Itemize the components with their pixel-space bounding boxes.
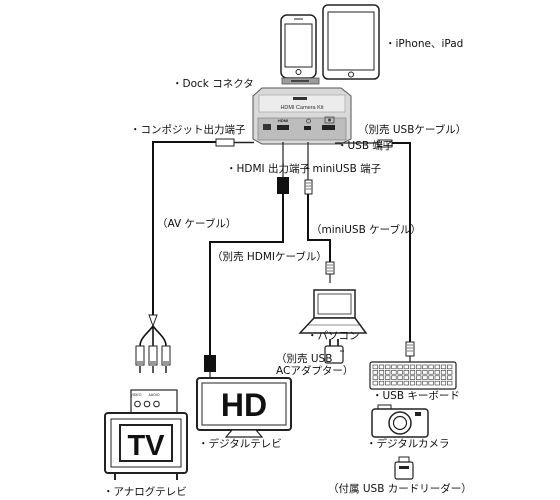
keyboard-key — [397, 370, 403, 375]
keyboard-key — [447, 370, 453, 375]
usb-port-label: ・USB 端子 — [337, 140, 394, 152]
card-reader-icon — [394, 456, 414, 480]
analog-tv-icon — [104, 389, 188, 480]
pc-label: ・パソコン — [307, 330, 360, 342]
keyboard-key — [428, 375, 434, 380]
miniusb-port-label: ・miniUSB 端子 — [302, 163, 382, 175]
keyboard-key — [428, 364, 434, 370]
keyboard-key — [378, 375, 385, 380]
dock-connector-label: ・Dock コネクタ — [172, 78, 254, 90]
dock-connector — [281, 77, 320, 85]
keyboard-key — [440, 370, 447, 375]
keyboard-key — [422, 380, 428, 386]
keyboard-key — [372, 364, 378, 370]
av-cable-label: （AV ケーブル） — [157, 218, 237, 230]
keyboard-key — [409, 364, 416, 370]
keyboard-key — [403, 364, 409, 370]
hdmi-out-label: ・HDMI 出力端子 — [226, 163, 310, 175]
keyboard-key — [440, 380, 447, 386]
composite-out-label: ・コンポジット出力端子 — [130, 124, 246, 136]
keyboard-key — [397, 364, 403, 370]
keyboard-key — [403, 380, 409, 386]
analog-tv-label: ・アナログテレビ — [103, 486, 187, 498]
keyboard-key — [409, 370, 416, 375]
keyboard-key — [372, 380, 378, 386]
laptop-icon — [298, 289, 368, 334]
keyboard-label: ・USB キーボード — [372, 390, 460, 402]
keyboard-key — [385, 364, 391, 370]
device-model-text: HDMI Camera Kit — [280, 105, 324, 111]
keyboard-key — [416, 375, 422, 380]
tv-logo-text: TV — [127, 430, 165, 462]
hdmi-camera-kit-device — [252, 87, 352, 145]
miniusb-cable-label: （miniUSB ケーブル） — [311, 224, 421, 236]
keyboard-key — [440, 375, 447, 380]
keyboard-key — [391, 375, 397, 380]
usb-cable — [335, 139, 415, 363]
keyboard-key — [391, 380, 397, 386]
keyboard-key — [447, 380, 453, 386]
av-cable — [135, 138, 254, 373]
ac-adapter-label: （別売 USB ACアダプター） — [276, 353, 354, 377]
digital-tv-label: ・デジタルテレビ — [198, 438, 282, 450]
keyboard-key — [403, 375, 409, 380]
keyboard-key — [391, 370, 397, 375]
keyboard-key — [372, 370, 378, 375]
keyboard-key — [416, 380, 422, 386]
keyboard-key — [409, 375, 416, 380]
iphone-icon — [280, 14, 317, 79]
keyboard-key — [422, 375, 428, 380]
keyboard-key — [428, 380, 434, 386]
keyboard-key — [397, 375, 403, 380]
keyboard-key — [434, 370, 440, 375]
keyboard-key — [447, 375, 453, 380]
ipad-icon — [322, 4, 380, 80]
keyboard-key — [440, 364, 447, 370]
keyboard-key — [378, 370, 385, 375]
keyboard-key — [378, 380, 385, 386]
keyboard-key — [409, 380, 416, 386]
keyboard-key — [372, 375, 378, 380]
hdmi-cable-label: （別売 HDMIケーブル） — [212, 251, 327, 263]
device-hdmi-mark: HDMI — [278, 118, 288, 123]
iphone-ipad-label: ・iPhone、iPad — [385, 38, 464, 50]
keyboard-key — [385, 370, 391, 375]
keyboard-key — [434, 380, 440, 386]
card-reader-label: （付属 USB カードリーダー） — [328, 483, 472, 495]
miniusb-cable — [304, 142, 335, 283]
keyboard-key — [422, 370, 428, 375]
keyboard-key — [428, 370, 434, 375]
keyboard-key — [422, 364, 428, 370]
keyboard-key — [434, 375, 440, 380]
keyboard-key — [416, 370, 422, 375]
usb-cable-label: （別売 USBケーブル） — [358, 124, 467, 136]
digital-tv-icon — [196, 377, 292, 438]
keyboard-key — [403, 370, 409, 375]
keyboard-key — [416, 364, 422, 370]
keyboard-key — [385, 380, 391, 386]
digital-camera-label: ・デジタルカメラ — [366, 438, 450, 450]
keyboard-key — [397, 380, 403, 386]
ac-adapter-icon — [324, 339, 344, 364]
camera-icon — [371, 404, 429, 438]
keyboard-key — [391, 364, 397, 370]
keyboard-key — [385, 375, 391, 380]
keyboard-key — [447, 364, 453, 370]
video-jack-text: VIDEO — [131, 393, 142, 397]
keyboard-key — [434, 364, 440, 370]
keyboard-key — [378, 364, 385, 370]
hd-logo-text: HD — [221, 387, 267, 423]
audio-jack-text: AUDIO — [148, 393, 159, 397]
keyboard-keys — [372, 364, 453, 386]
